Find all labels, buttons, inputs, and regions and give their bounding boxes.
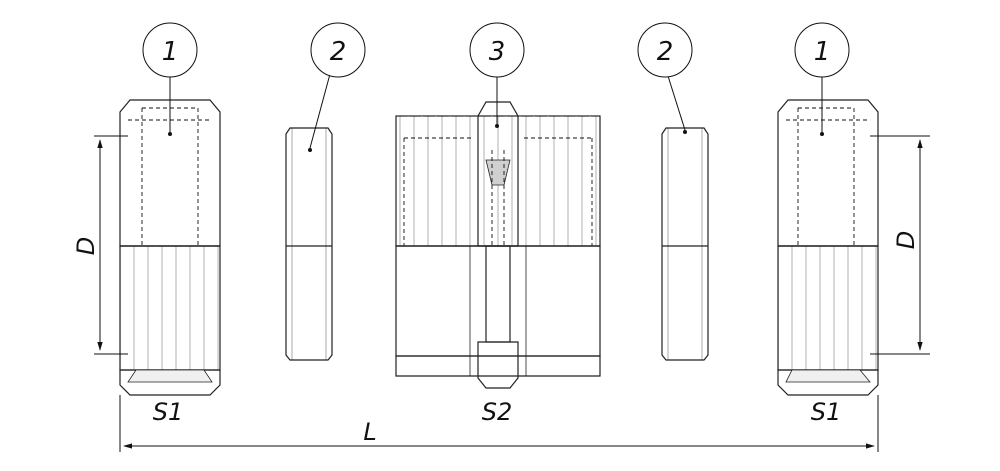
callout-left-ring: 2 bbox=[308, 22, 366, 152]
right-union-nut bbox=[777, 99, 879, 396]
left-union-nut bbox=[119, 99, 221, 396]
callout-number: 2 bbox=[330, 37, 347, 67]
dimension-label-s1-left: S1 bbox=[153, 398, 184, 426]
callout-center-body: 3 bbox=[469, 22, 525, 128]
callout-number: 1 bbox=[162, 37, 179, 67]
dimension-label-d-left: D bbox=[72, 237, 100, 255]
dimension-right-diameter: D bbox=[870, 135, 930, 355]
dimension-overall-length: L bbox=[119, 395, 879, 452]
dimension-label-d-right: D bbox=[892, 231, 920, 249]
right-sealing-ring bbox=[661, 127, 709, 361]
dimension-label-s2-center: S2 bbox=[482, 398, 513, 426]
callout-number: 2 bbox=[657, 37, 674, 67]
left-sealing-ring bbox=[285, 127, 333, 361]
dimension-label-l: L bbox=[363, 418, 376, 446]
dimension-label-s1-right: S1 bbox=[811, 398, 842, 426]
center-coupling-body bbox=[395, 101, 601, 389]
callout-number: 1 bbox=[814, 37, 831, 67]
callout-number: 3 bbox=[489, 37, 506, 67]
callout-left-nut: 1 bbox=[142, 22, 198, 136]
callout-right-nut: 1 bbox=[794, 22, 850, 136]
callout-right-ring: 2 bbox=[637, 22, 693, 134]
dimension-left-diameter: D bbox=[72, 135, 128, 355]
